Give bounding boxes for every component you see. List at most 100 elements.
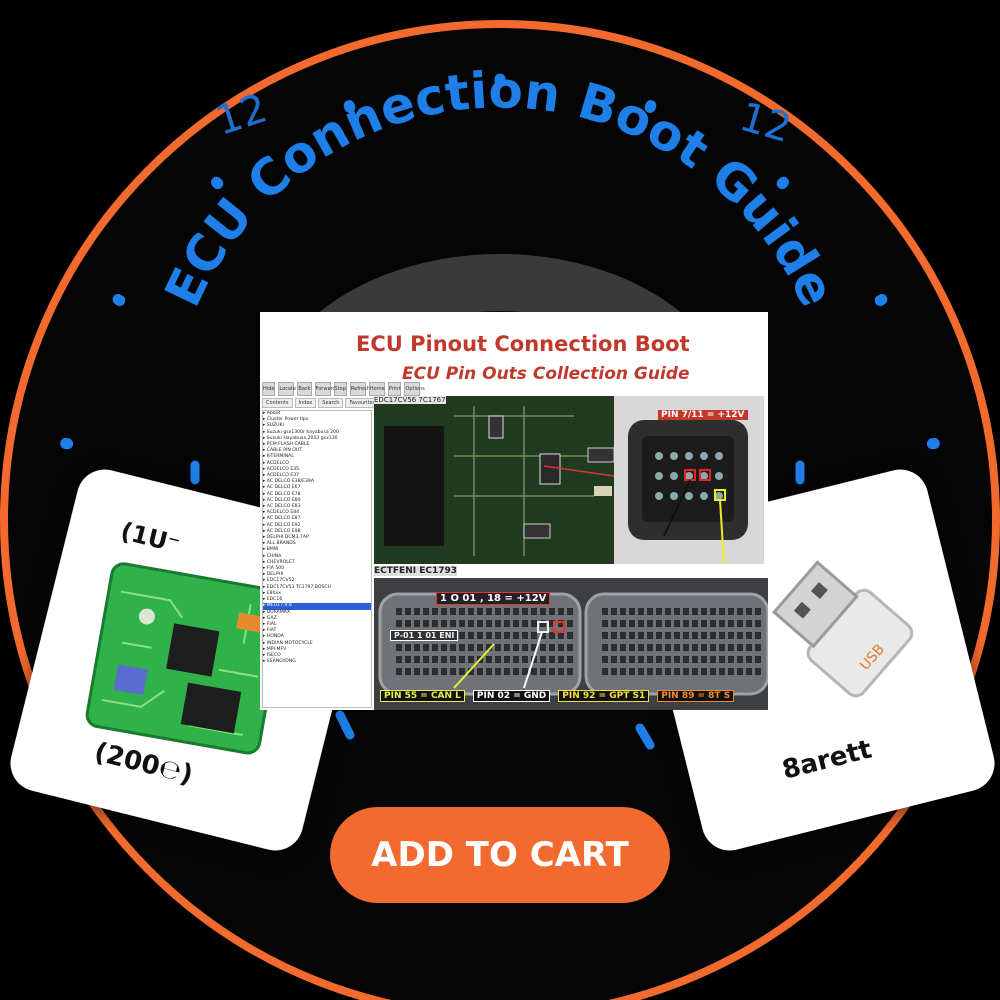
connector-pin	[665, 656, 671, 663]
tree-item[interactable]: ▸ AC DELCO E38/E39A	[263, 479, 314, 485]
connector-pin	[468, 620, 474, 627]
tree-item[interactable]: ▸ ACDELCO E37	[263, 473, 300, 479]
toolbar-button[interactable]: Refresh	[349, 382, 370, 396]
tree-item[interactable]: ▸ SSANGYONG	[263, 659, 296, 665]
connector-pin	[396, 644, 402, 651]
connector-pin	[504, 656, 510, 663]
tree-item[interactable]: ▸ AC DELCO E92	[263, 522, 301, 528]
connector-pin	[737, 644, 743, 651]
toolbar-button[interactable]: Home	[368, 382, 385, 396]
tree-item[interactable]: ▸ SUZUKI	[263, 423, 284, 429]
connector-pin	[710, 608, 716, 615]
tree-item[interactable]: ▸ DELPHI	[263, 572, 284, 578]
connector-pin	[647, 608, 653, 615]
connector-pin	[513, 620, 519, 627]
connector-pin	[674, 656, 680, 663]
bracket-mark-bottom-right	[635, 723, 655, 750]
tree-item[interactable]: ▸ AC DELCO E78	[263, 491, 301, 497]
tree-item[interactable]: ▸ Suzuki Hayabusa 2003 gsx130	[263, 435, 338, 441]
tree-item[interactable]: ▸ ACDELCO	[263, 460, 289, 466]
connector-pin	[647, 632, 653, 639]
connector-pin	[558, 656, 564, 663]
tree-item[interactable]: ▸ Cluster Power tips	[263, 417, 309, 423]
toolbar-button[interactable]: Stop	[333, 382, 347, 396]
ecu-connector-photo: 1 O 01 , 18 = +12V P-01 1 01 ENI PIN 55 …	[374, 578, 768, 710]
toolbar-button[interactable]: Locate	[278, 382, 296, 396]
connector-pin	[450, 644, 456, 651]
connector-pin	[737, 632, 743, 639]
connector-pin	[522, 620, 528, 627]
connector-pin	[504, 632, 510, 639]
tree-item[interactable]: ▸ BMW	[263, 547, 279, 553]
tree-item[interactable]: ▸ ISECO	[263, 652, 281, 658]
connector-pin	[728, 620, 734, 627]
connector-pin	[647, 644, 653, 651]
connector-pin	[728, 668, 734, 675]
tab[interactable]: Contents	[262, 398, 293, 408]
connector-pin	[638, 656, 644, 663]
connector-pin	[558, 632, 564, 639]
connector-pin	[611, 608, 617, 615]
connector-pin	[737, 656, 743, 663]
connector-pin	[513, 608, 519, 615]
connector-pin	[737, 620, 743, 627]
tree-item[interactable]: ▸ DURAMAX	[263, 609, 291, 615]
tree-item[interactable]: ▸ AC DELCO E67	[263, 485, 301, 491]
tree-item[interactable]: ▸ AC DELCO E80	[263, 497, 301, 503]
tree-item[interactable]: ▸ AC DELCO E98	[263, 528, 301, 534]
toolbar-button[interactable]: Print	[387, 382, 402, 396]
tree-item[interactable]: ▸ EDC16	[263, 597, 283, 603]
connector-pin	[746, 608, 752, 615]
tree-item[interactable]: ▸ AC DELCO E87	[263, 516, 301, 522]
tree-item[interactable]: ▸ CHEVROLET	[263, 559, 295, 565]
connector-pin	[432, 620, 438, 627]
connector-pin	[567, 632, 573, 639]
connector-pin	[459, 656, 465, 663]
connector-pin	[755, 644, 761, 651]
connector-pin	[611, 644, 617, 651]
tree-item[interactable]: ▸ GAZ	[263, 615, 277, 621]
tree-item[interactable]: ▸ Suzuki gsx1300r hayabusa 200	[263, 429, 339, 435]
connector-pin	[396, 620, 402, 627]
tree-item[interactable]: ▸ FIAT	[263, 628, 277, 634]
tree-item[interactable]: ▸ PCM FLASH CABLE	[263, 442, 310, 448]
tree-item[interactable]: ▸ INDIAN MOTOCYCLE	[263, 640, 313, 646]
tree-item[interactable]: ▸ CABLE PIN OUT	[263, 448, 302, 454]
tree-item[interactable]: ▸ ACDELCO E84	[263, 510, 300, 516]
pin-legend-item: PIN 89 = 8T S	[657, 690, 735, 702]
tree-item[interactable]: ▸ K-TERMINAL	[263, 454, 294, 460]
tree-item[interactable]: ▸ CHINA	[263, 553, 282, 559]
tree-item[interactable]: ▸ FIA 500	[263, 566, 285, 572]
tree-item[interactable]: ▸ ALL BRANDS	[263, 541, 296, 547]
connector-pin	[414, 668, 420, 675]
connector-pin	[629, 668, 635, 675]
add-to-cart-button[interactable]: ADD TO CART	[330, 807, 670, 903]
tree-item[interactable]: ▸ FIAL	[263, 621, 277, 627]
toolbar-button[interactable]: Options	[404, 382, 425, 396]
tree-item[interactable]: ▸ EDC17CV52	[263, 578, 295, 584]
connector-pin	[432, 608, 438, 615]
tree-item[interactable]: ▸ DELPHI DCM3.7AP	[263, 535, 309, 541]
tree-item[interactable]: ▸ EDC17CV53 TC1797 BOSCH	[263, 584, 332, 590]
contents-tree[interactable]: ▸ Abbot▸ Cluster Power tips▸ SUZUKI▸ Suz…	[262, 410, 372, 708]
tree-item[interactable]: ▸ Abbot	[263, 411, 281, 416]
toolbar-button[interactable]: Back	[297, 382, 312, 396]
tab[interactable]: Search	[318, 398, 344, 408]
connector-pin	[638, 668, 644, 675]
tree-item[interactable]: ▸ HONDA	[263, 634, 284, 640]
tree-item[interactable]: ▸ MPI-MFV	[263, 646, 287, 652]
connector-pin	[567, 608, 573, 615]
connector-pin	[477, 608, 483, 615]
tab[interactable]: Index	[294, 398, 317, 408]
tree-item[interactable]: ▸ E80xx	[263, 590, 281, 596]
tree-item[interactable]: ▸ MED17.9.8	[263, 603, 371, 610]
connector-pin	[746, 668, 752, 675]
toolbar-button[interactable]: Hide	[262, 382, 276, 396]
connector-pin	[620, 668, 626, 675]
toolbar-button[interactable]: Forward	[314, 382, 336, 396]
tree-item[interactable]: ▸ AC DELCO E83	[263, 504, 301, 510]
connector-pin	[656, 668, 662, 675]
connector-pin	[477, 668, 483, 675]
tree-item[interactable]: ▸ ACDELCO E35	[263, 466, 300, 472]
connector-pin	[531, 608, 537, 615]
